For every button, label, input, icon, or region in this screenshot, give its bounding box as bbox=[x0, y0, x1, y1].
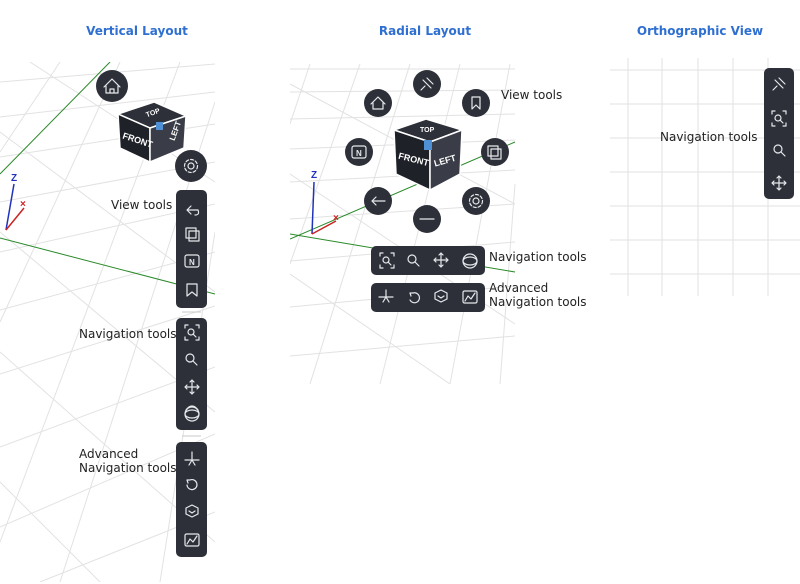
orbit-button[interactable] bbox=[462, 253, 478, 269]
z-axis-label: Z bbox=[311, 170, 317, 181]
settings-button[interactable] bbox=[462, 187, 490, 215]
pan-button[interactable] bbox=[184, 379, 200, 395]
bookmark-button[interactable] bbox=[186, 283, 198, 297]
rotate-button[interactable] bbox=[186, 479, 198, 491]
zoom-button[interactable] bbox=[773, 144, 786, 157]
fit-view-button[interactable] bbox=[379, 252, 395, 269]
x-axis-marker: × bbox=[333, 213, 339, 224]
pan-button[interactable] bbox=[771, 175, 787, 191]
home-button[interactable] bbox=[96, 70, 128, 102]
views-gallery-button[interactable] bbox=[185, 227, 200, 242]
view-cube[interactable]: TOP FRONT LEFT bbox=[391, 118, 465, 192]
view-cube[interactable]: TOP FRONT LEFT bbox=[115, 101, 189, 164]
undo-view-button[interactable] bbox=[186, 205, 200, 216]
z-axis-line bbox=[5, 183, 15, 231]
vertical-navigation-tools-label: Navigation tools bbox=[79, 327, 177, 341]
zoom-button[interactable] bbox=[407, 254, 420, 267]
compass-north-button[interactable]: N bbox=[345, 138, 373, 166]
settings-button[interactable] bbox=[175, 150, 207, 182]
zoom-button[interactable] bbox=[185, 353, 198, 366]
z-axis-line bbox=[311, 181, 315, 235]
compass-north-button[interactable]: N bbox=[184, 254, 200, 268]
undo-view-button[interactable] bbox=[364, 187, 392, 215]
vertical-advanced-nav-label: Navigation tools bbox=[79, 461, 177, 475]
x-axis-marker: × bbox=[20, 199, 26, 210]
vertical-layout-title: Vertical Layout bbox=[86, 24, 188, 38]
radial-advanced-nav-label: Navigation tools bbox=[489, 295, 587, 309]
ortho-navigation-tools-label: Navigation tools bbox=[660, 130, 758, 144]
fit-view-button[interactable] bbox=[771, 110, 787, 127]
view-cube-top-label: TOP bbox=[145, 108, 161, 120]
vertical-layout-panel: Z × TOP FRONT LEFT N bbox=[0, 62, 215, 582]
x-axis-line bbox=[5, 207, 25, 231]
fly-button[interactable] bbox=[184, 533, 200, 547]
walk-button[interactable] bbox=[378, 289, 394, 303]
pan-button[interactable] bbox=[433, 252, 449, 268]
radial-layout-title: Radial Layout bbox=[378, 24, 472, 38]
rotate-button[interactable] bbox=[409, 292, 421, 304]
x-axis-line-green bbox=[0, 62, 111, 175]
radial-layout-panel: Z × N TOP FRONT bbox=[290, 64, 516, 384]
vertical-advanced-label: Advanced bbox=[79, 447, 139, 461]
pin-button[interactable] bbox=[413, 70, 441, 98]
perspective-grid bbox=[0, 62, 215, 582]
fit-view-button[interactable] bbox=[184, 324, 200, 341]
home-button[interactable] bbox=[364, 89, 392, 117]
orbit-button[interactable] bbox=[184, 405, 200, 422]
views-gallery-button[interactable] bbox=[481, 138, 509, 166]
first-person-button[interactable] bbox=[434, 289, 448, 303]
collapse-button[interactable] bbox=[413, 205, 441, 233]
orthographic-view-panel bbox=[610, 58, 800, 296]
bookmark-button[interactable] bbox=[462, 89, 490, 117]
radial-advanced-label: Advanced bbox=[489, 281, 549, 295]
orthographic-view-title: Orthographic View bbox=[636, 24, 764, 38]
first-person-button[interactable] bbox=[185, 504, 199, 518]
radial-navigation-tools-label: Navigation tools bbox=[489, 250, 587, 264]
walk-button[interactable] bbox=[184, 451, 200, 466]
vertical-view-tools-label: View tools bbox=[111, 198, 173, 212]
radial-view-tools-label: View tools bbox=[501, 88, 563, 102]
svg-text:N: N bbox=[189, 258, 195, 267]
x-axis-line bbox=[311, 220, 337, 235]
fly-button[interactable] bbox=[462, 290, 478, 304]
z-axis-label: Z bbox=[11, 173, 17, 184]
pin-button[interactable] bbox=[772, 77, 786, 91]
x-axis-line-green bbox=[290, 141, 516, 240]
view-cube-top-label: TOP bbox=[420, 127, 435, 134]
svg-text:N: N bbox=[356, 149, 362, 158]
